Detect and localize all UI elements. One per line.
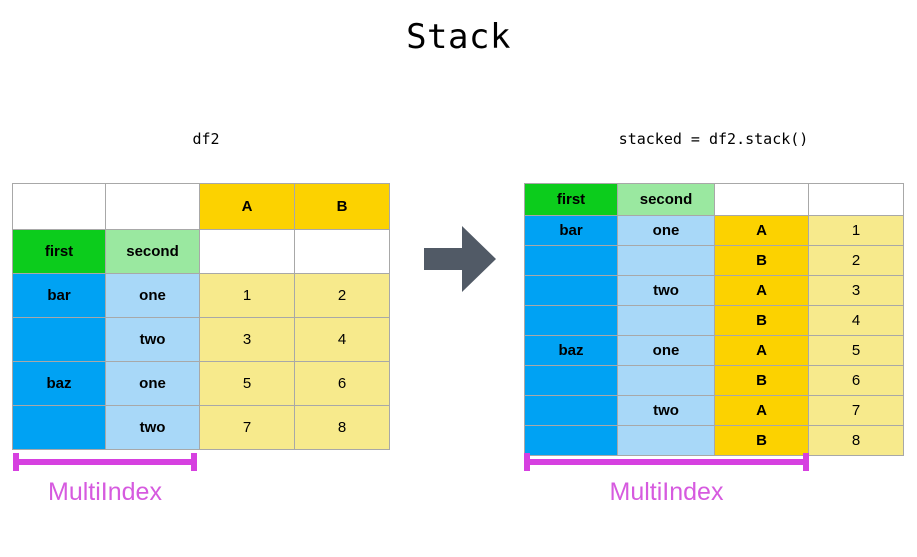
- table-row: bar one 1 2: [12, 273, 390, 318]
- value-cell: 5: [808, 335, 904, 366]
- column-header-b: B: [294, 183, 390, 230]
- table-row: two A 7: [524, 395, 904, 426]
- value-cell-b: 4: [294, 317, 390, 362]
- bracket-cap-right: [191, 453, 197, 471]
- table-row-column-header: A B: [12, 183, 390, 230]
- value-cell-b: 6: [294, 361, 390, 406]
- value-cell-b: 2: [294, 273, 390, 318]
- index-cell-first: [524, 305, 618, 336]
- table-row-index-names: first second: [12, 229, 390, 274]
- table-row: B 8: [524, 425, 904, 456]
- index-name-first: first: [524, 183, 618, 216]
- index-cell-second: [617, 365, 715, 396]
- index-cell-label: A: [714, 335, 809, 366]
- index-cell-first: [12, 317, 106, 362]
- index-cell-label: A: [714, 275, 809, 306]
- table-row: two A 3: [524, 275, 904, 306]
- table-row: baz one A 5: [524, 335, 904, 366]
- bracket-cap-right: [803, 453, 809, 471]
- value-cell: 8: [808, 425, 904, 456]
- index-cell-first: [524, 365, 618, 396]
- index-cell-second: one: [617, 215, 715, 246]
- index-cell-second: two: [105, 405, 200, 450]
- table-row: B 6: [524, 365, 904, 396]
- table-row: B 4: [524, 305, 904, 336]
- multiindex-label-right: MultiIndex: [609, 478, 724, 506]
- blank-cell-4: [294, 229, 390, 274]
- multiindex-label-left: MultiIndex: [48, 478, 162, 506]
- blank-cell-1: [714, 183, 809, 216]
- index-cell-first: [524, 245, 618, 276]
- index-cell-label: B: [714, 305, 809, 336]
- index-cell-second: one: [105, 273, 200, 318]
- index-cell-first: [524, 395, 618, 426]
- index-cell-first: [12, 405, 106, 450]
- blank-cell-2: [808, 183, 904, 216]
- index-cell-second: [617, 425, 715, 456]
- value-cell: 6: [808, 365, 904, 396]
- index-cell-second: two: [617, 275, 715, 306]
- index-cell-first: [524, 425, 618, 456]
- index-name-first: first: [12, 229, 106, 274]
- corner-cell-blank-1: [12, 183, 106, 230]
- blank-cell-3: [199, 229, 295, 274]
- value-cell-a: 1: [199, 273, 295, 318]
- left-table-caption: df2: [192, 130, 220, 148]
- page-title: Stack: [406, 17, 511, 57]
- index-cell-second: two: [105, 317, 200, 362]
- index-cell-first: [524, 275, 618, 306]
- value-cell: 4: [808, 305, 904, 336]
- index-cell-label: B: [714, 425, 809, 456]
- value-cell-b: 8: [294, 405, 390, 450]
- bracket-bar: [524, 459, 809, 465]
- index-cell-second: [617, 305, 715, 336]
- index-name-second: second: [617, 183, 715, 216]
- multiindex-bracket-left: [13, 453, 197, 471]
- table-row-index-names: first second: [524, 183, 904, 216]
- index-cell-first: bar: [12, 273, 106, 318]
- index-cell-second: two: [617, 395, 715, 426]
- multiindex-bracket-right: [524, 453, 809, 471]
- table-row: baz one 5 6: [12, 361, 390, 406]
- index-cell-label: A: [714, 395, 809, 426]
- value-cell: 2: [808, 245, 904, 276]
- table-row: two 3 4: [12, 317, 390, 362]
- arrow-right-icon: [424, 226, 496, 292]
- index-cell-second: one: [105, 361, 200, 406]
- index-name-second: second: [105, 229, 200, 274]
- index-cell-second: [617, 245, 715, 276]
- dataframe-stacked-table: first second bar one A 1 B 2 two A 3 B: [524, 183, 904, 456]
- table-row: two 7 8: [12, 405, 390, 450]
- index-cell-second: one: [617, 335, 715, 366]
- value-cell: 1: [808, 215, 904, 246]
- index-cell-first: baz: [12, 361, 106, 406]
- index-cell-first: bar: [524, 215, 618, 246]
- value-cell: 7: [808, 395, 904, 426]
- index-cell-first: baz: [524, 335, 618, 366]
- corner-cell-blank-2: [105, 183, 200, 230]
- dataframe-df2-table: A B first second bar one 1 2 two 3 4 baz…: [12, 183, 390, 450]
- value-cell-a: 3: [199, 317, 295, 362]
- value-cell-a: 7: [199, 405, 295, 450]
- bracket-bar: [13, 459, 197, 465]
- right-table-caption: stacked = df2.stack(): [618, 130, 809, 148]
- index-cell-label: A: [714, 215, 809, 246]
- table-row: bar one A 1: [524, 215, 904, 246]
- column-header-a: A: [199, 183, 295, 230]
- value-cell: 3: [808, 275, 904, 306]
- index-cell-label: B: [714, 365, 809, 396]
- value-cell-a: 5: [199, 361, 295, 406]
- index-cell-label: B: [714, 245, 809, 276]
- table-row: B 2: [524, 245, 904, 276]
